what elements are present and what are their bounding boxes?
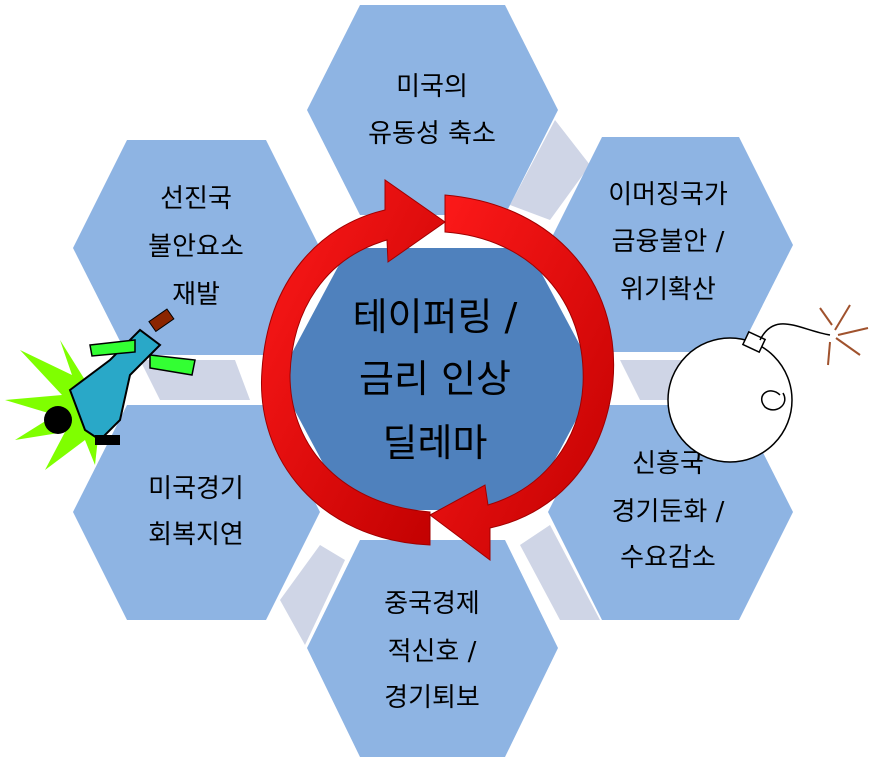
- fuse-spark-icon: [819, 304, 869, 366]
- hex-top-left: [73, 140, 320, 355]
- connector: [280, 545, 345, 645]
- hex-top: [307, 5, 558, 215]
- falling-man-clipart: [5, 308, 196, 470]
- hex-center: [278, 248, 598, 510]
- hex-top-right: [548, 137, 793, 352]
- hex-bottom: [307, 540, 558, 757]
- connector: [520, 525, 600, 620]
- hex-bottom-left: [73, 405, 320, 620]
- cycle-arrows: [260, 179, 614, 561]
- connector: [510, 120, 590, 220]
- bomb-clipart: [667, 304, 869, 463]
- arrow-left-half: [260, 179, 446, 546]
- impact-burst-icon: [5, 340, 120, 470]
- bomb-icon: [667, 337, 793, 463]
- arrow-right-half: [429, 194, 614, 561]
